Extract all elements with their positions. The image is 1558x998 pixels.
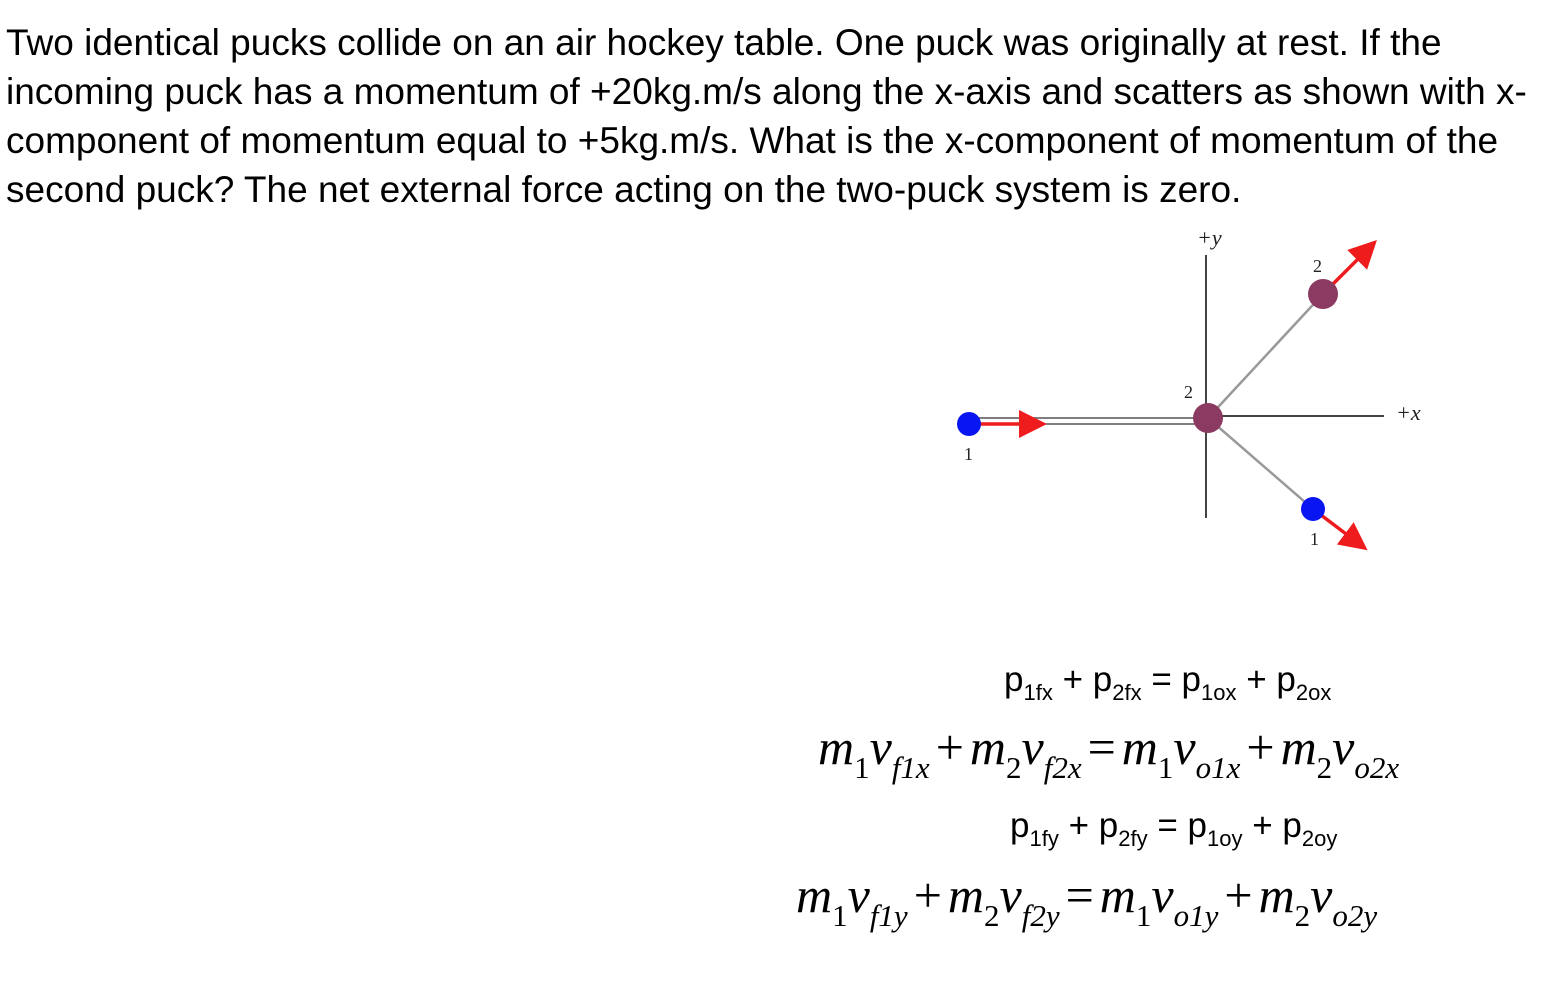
y-axis-label: +y [1197,225,1222,250]
x-momentum-mass-velocity-equation: m1vf1x+m2vf2x=m1vo1x+m2vo2x [818,719,1400,785]
puck2-initial-label: 2 [1184,382,1193,402]
puck2-final-label: 2 [1313,256,1322,276]
puck1-scatter-path [1207,417,1314,510]
problem-statement: Two identical pucks collide on an air ho… [6,22,1527,210]
x-axis-label: +x [1396,400,1421,425]
puck2-scatter-path [1207,293,1324,419]
y-momentum-mass-velocity-equation: m1vf1y+m2vf2y=m1vo1y+m2vo2y [796,867,1378,933]
puck2-initial [1193,403,1223,433]
puck2-final [1308,279,1338,309]
puck1-initial-label: 1 [964,444,973,464]
y-momentum-equation: p1fy + p2fy = p1oy + p2oy [1010,806,1338,851]
puck1-final-label: 1 [1310,529,1319,549]
x-momentum-equation: p1fx + p2fx = p1ox + p2ox [1004,660,1332,705]
puck1-initial [957,412,981,436]
puck1-final [1301,497,1325,521]
